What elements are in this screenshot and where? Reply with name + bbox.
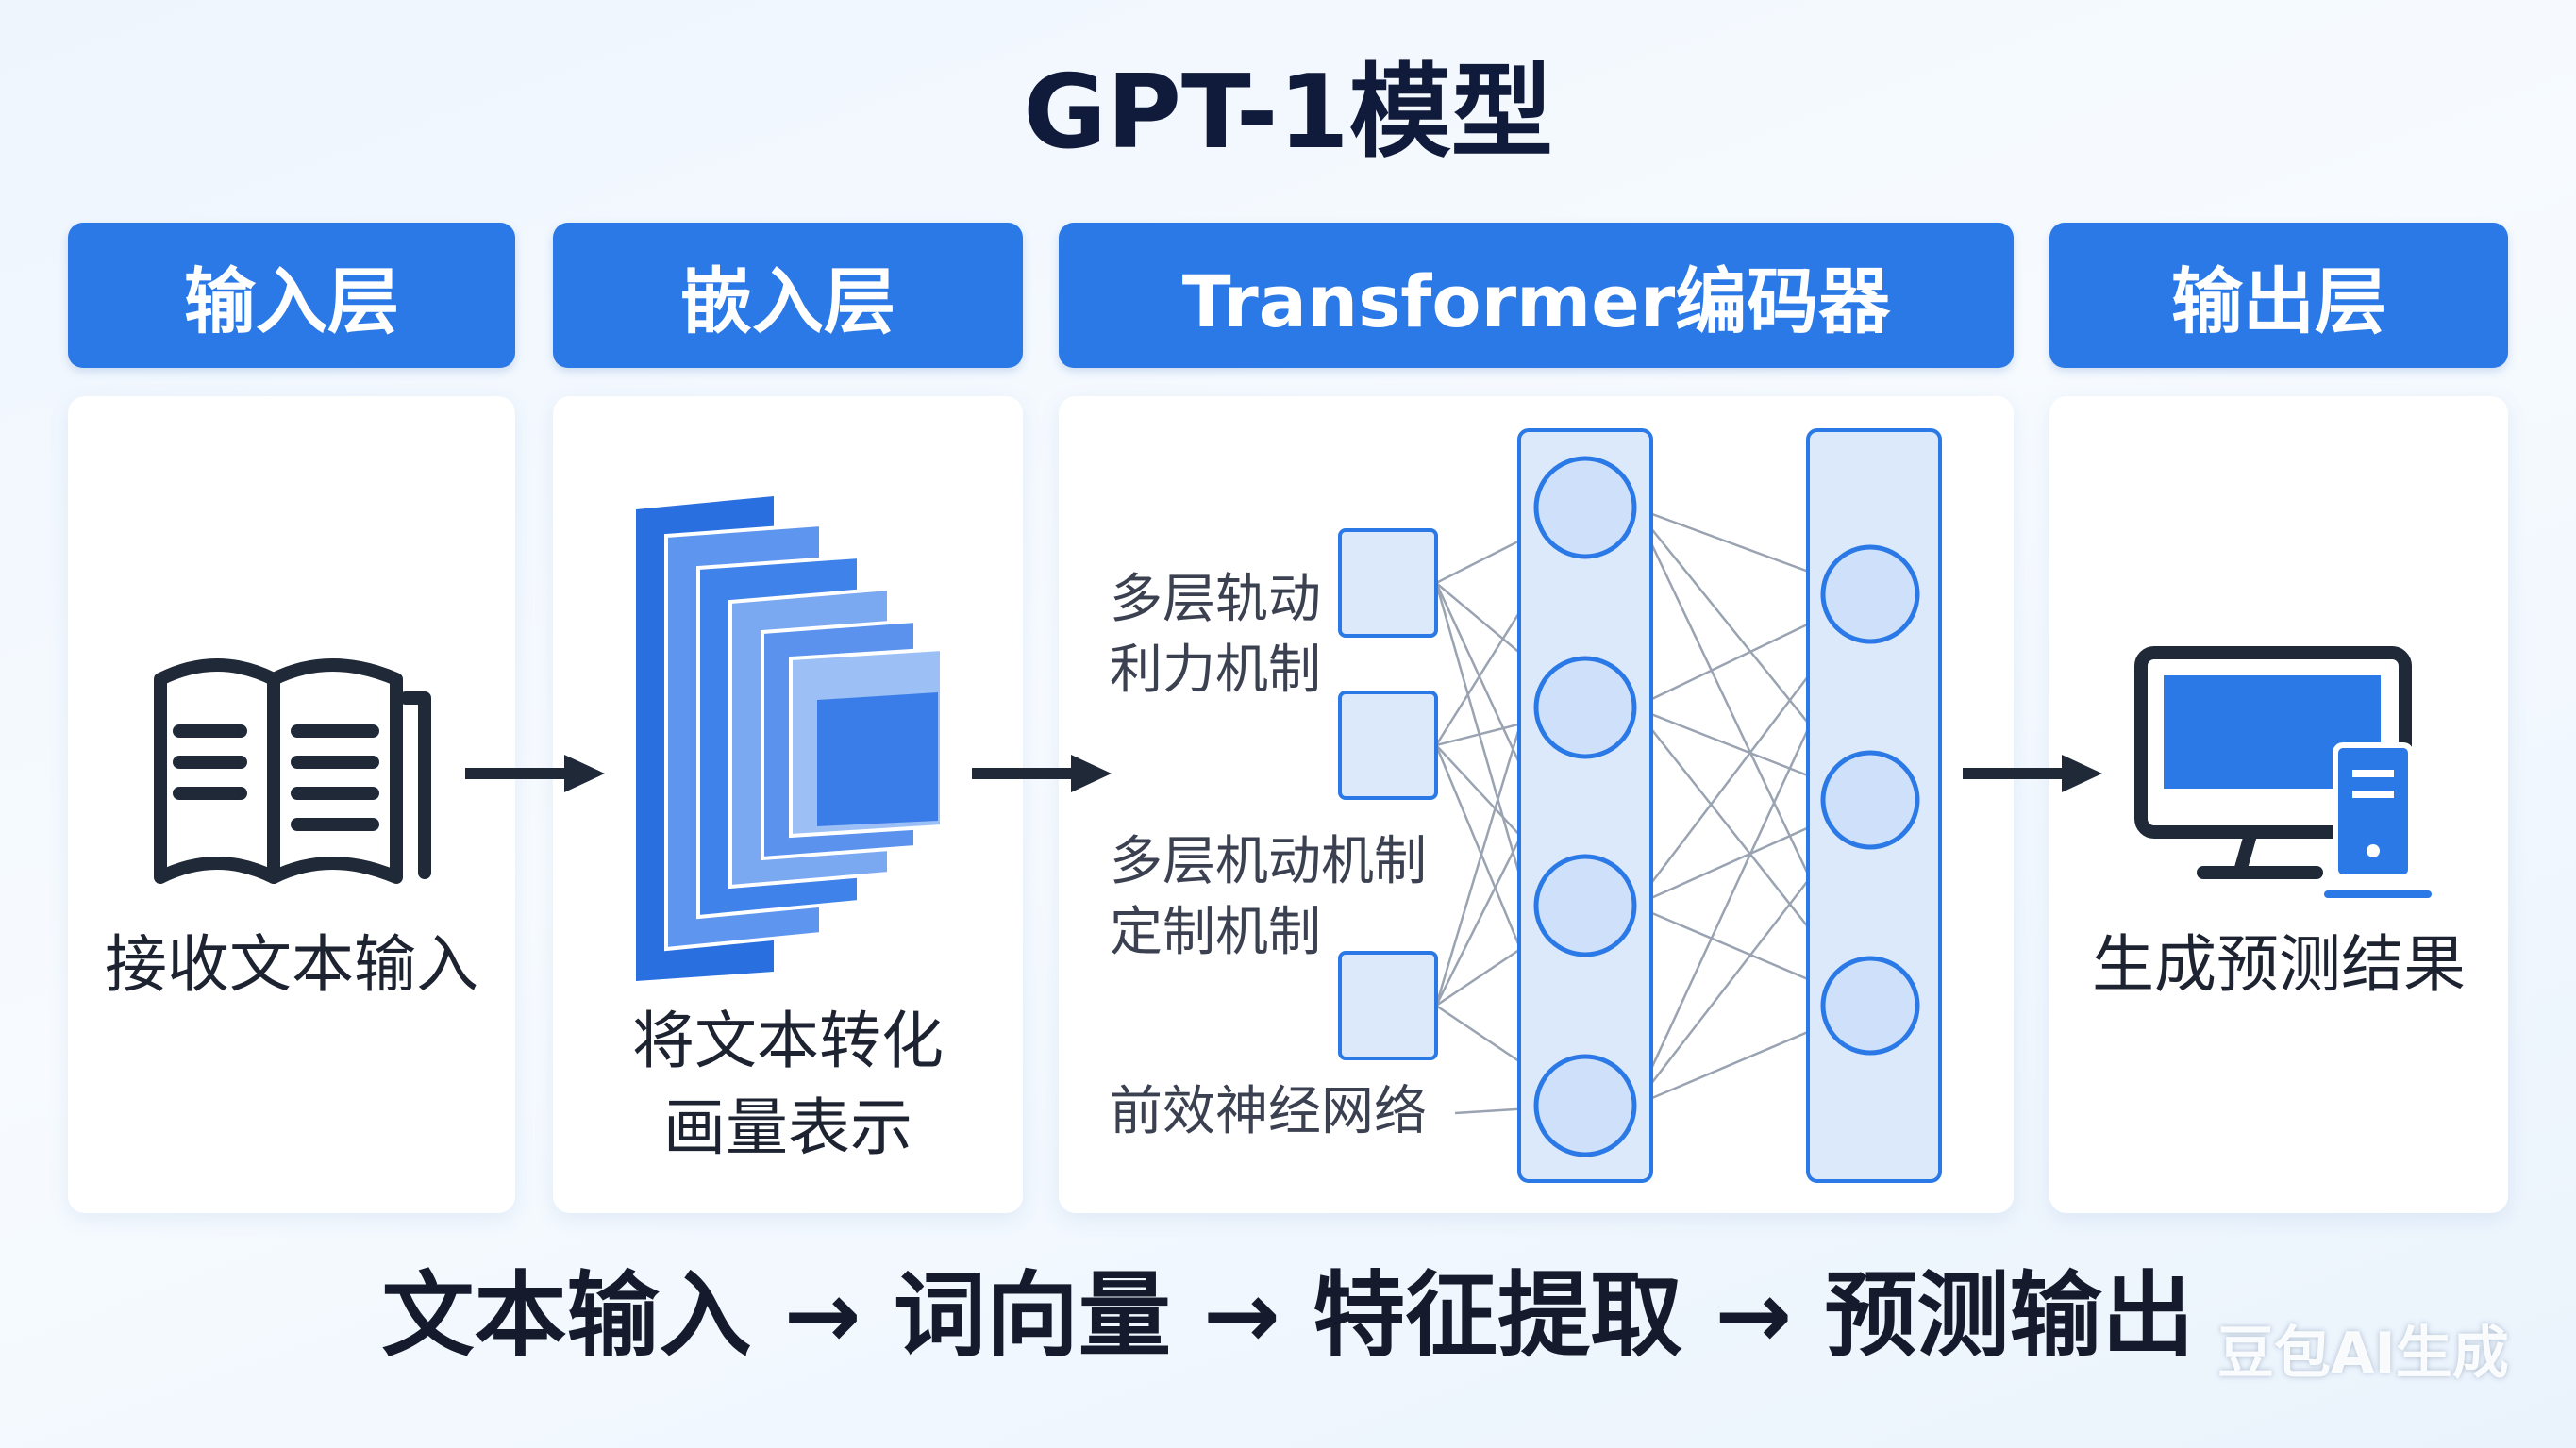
transformer-label-2-line2: 定制机制 — [1110, 902, 1321, 963]
embedding-caption-line1: 将文本转化 — [632, 1005, 944, 1077]
hidden-node-4 — [1533, 1054, 1637, 1157]
panel-input-layer — [68, 396, 515, 1213]
open-book-icon — [154, 658, 431, 884]
header-output-label: 输出层 — [2171, 259, 2386, 343]
arrow-right-icon — [972, 755, 1112, 792]
output-node-2 — [1820, 750, 1920, 850]
header-transformer-encoder: Transformer编码器 — [1059, 223, 2014, 368]
output-node-3 — [1820, 956, 1920, 1056]
header-transformer-label: Transformer编码器 — [1181, 259, 1891, 343]
header-output-layer: 输出层 — [2049, 223, 2508, 368]
arrow-right-icon — [465, 755, 605, 792]
header-embedding-label: 嵌入层 — [680, 259, 895, 343]
hidden-node-2 — [1533, 656, 1637, 759]
diagram-title: GPT-1模型 — [1023, 54, 1553, 172]
input-node-2 — [1338, 691, 1438, 800]
input-caption: 接收文本输入 — [105, 928, 478, 1001]
transformer-label-2-line1: 多层机动机制 — [1110, 831, 1427, 892]
transformer-label-1-line1: 多层轨动 — [1110, 569, 1321, 630]
output-caption: 生成预测结果 — [2092, 928, 2466, 1001]
stacked-layers-icon — [636, 496, 944, 981]
input-node-3 — [1338, 951, 1438, 1060]
header-input-layer: 输入层 — [68, 223, 515, 368]
arrow-right-icon — [1963, 755, 2102, 792]
hidden-node-1 — [1533, 456, 1637, 559]
embedding-caption-line2: 画量表示 — [663, 1091, 912, 1164]
pipeline-summary: 文本输入 → 词向量 → 特征提取 → 预测输出 — [381, 1262, 2195, 1370]
header-embedding-layer: 嵌入层 — [553, 223, 1023, 368]
output-node-1 — [1820, 544, 1920, 644]
hidden-layer-column — [1517, 428, 1653, 1183]
hidden-node-3 — [1533, 854, 1637, 957]
neural-network-icon — [1338, 428, 1942, 1183]
header-input-label: 输入层 — [184, 259, 399, 343]
transformer-label-1-line2: 利力机制 — [1110, 640, 1321, 701]
transformer-label-3: 前效神经网络 — [1110, 1081, 1427, 1142]
watermark: 豆包AI生成 — [2217, 1321, 2509, 1387]
input-node-1 — [1338, 528, 1438, 638]
computer-monitor-icon — [2134, 646, 2432, 898]
